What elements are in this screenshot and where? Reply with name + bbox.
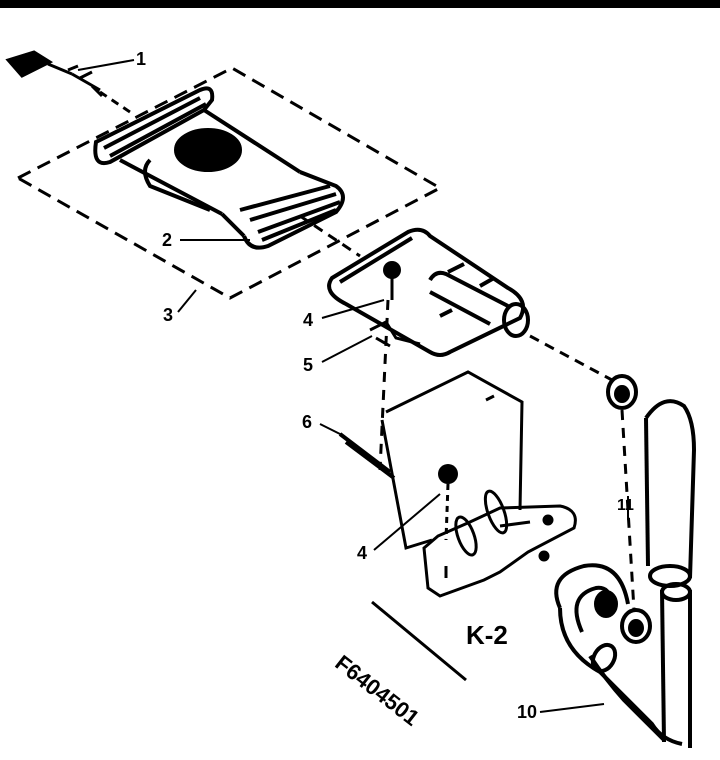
fitting-lower	[620, 608, 652, 644]
leader-5	[321, 335, 373, 363]
screw-4b	[438, 464, 458, 484]
callout-4-upper: 4	[303, 310, 314, 330]
callout-6: 6	[302, 412, 313, 432]
tube-10	[554, 563, 683, 746]
leader-6	[319, 423, 345, 437]
tube-right	[644, 399, 697, 748]
part-1-key	[5, 50, 104, 98]
mounting-plate	[422, 489, 577, 598]
bracket-6	[380, 370, 524, 550]
filter-cartridge	[93, 86, 345, 250]
leader-4a	[321, 299, 385, 319]
callout-11: 11	[617, 497, 634, 514]
callout-10: 10	[517, 702, 538, 722]
leader-3	[177, 289, 197, 313]
dashed-2	[299, 214, 361, 258]
callout-1: 1	[136, 49, 147, 69]
fitting-upper	[606, 374, 638, 410]
dashed-outlet	[529, 334, 613, 382]
leader-4b	[373, 493, 441, 551]
bar-6	[338, 432, 396, 480]
callout-5: 5	[303, 355, 314, 375]
leader-10	[539, 703, 605, 713]
callout-3: 3	[163, 305, 174, 325]
filter-head	[327, 227, 530, 357]
clip-5	[369, 320, 421, 348]
callout-4-lower: 4	[357, 543, 368, 563]
partno-underline	[371, 600, 467, 682]
assembly-dashed-outline	[14, 66, 444, 300]
leader-1	[77, 59, 135, 71]
dashed-11	[620, 409, 636, 611]
model-label: K-2	[466, 620, 508, 650]
dashed-1	[99, 90, 131, 114]
top-border	[0, 0, 720, 8]
callout-2: 2	[162, 230, 173, 250]
